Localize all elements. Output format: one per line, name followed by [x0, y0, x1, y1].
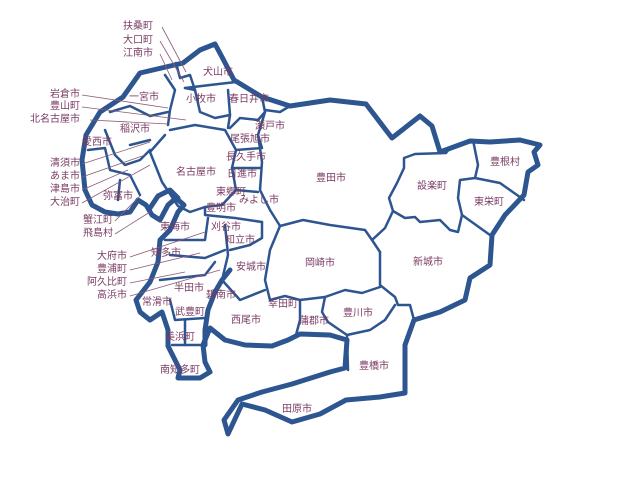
nagoya-port	[147, 187, 181, 211]
label-owariasahi[interactable]: 尾張旭市	[230, 134, 270, 145]
label-inuyama[interactable]: 犬山市	[203, 67, 233, 78]
label-okazaki[interactable]: 岡崎市	[305, 258, 335, 269]
label-toyone[interactable]: 豊根村	[490, 157, 520, 168]
leader-lines	[81, 26, 221, 297]
label-kanie[interactable]: 蟹江町	[83, 215, 113, 226]
label-kitanagoya[interactable]: 北名古屋市	[30, 114, 80, 125]
label-inazawa[interactable]: 稲沢市	[120, 124, 150, 135]
label-oharu[interactable]: 大治町	[50, 197, 80, 208]
label-nishio[interactable]: 西尾市	[231, 315, 261, 326]
label-oguchi[interactable]: 大口町	[123, 35, 153, 46]
label-tobishima[interactable]: 飛島村	[83, 228, 113, 239]
label-togo[interactable]: 東郷町	[216, 187, 246, 198]
label-anjo[interactable]: 安城市	[236, 262, 266, 273]
label-agui[interactable]: 阿久比町	[87, 277, 127, 288]
label-toyoake[interactable]: 豊明市	[206, 203, 236, 214]
label-gamagori[interactable]: 蒲郡市	[299, 316, 329, 327]
label-tsushima[interactable]: 津島市	[50, 184, 80, 195]
label-miyoshi[interactable]: みよし市	[239, 195, 279, 206]
label-iwakura[interactable]: 岩倉市	[50, 89, 80, 100]
label-yatomi[interactable]: 弥富市	[103, 191, 133, 202]
label-ichinomiya[interactable]: 一宮市	[129, 92, 159, 103]
label-kasugai[interactable]: 春日井市	[229, 94, 269, 105]
label-chita[interactable]: 知多市	[151, 248, 181, 259]
label-tahara[interactable]: 田原市	[282, 404, 312, 415]
label-toyota[interactable]: 豊田市	[316, 173, 346, 184]
label-toyohashi[interactable]: 豊橋市	[359, 361, 389, 372]
label-komaki[interactable]: 小牧市	[186, 94, 216, 105]
label-shitara[interactable]: 設楽町	[417, 181, 447, 192]
label-kota[interactable]: 幸田町	[268, 299, 298, 310]
label-handa[interactable]: 半田市	[174, 283, 204, 294]
label-minamichita[interactable]: 南知多町	[160, 365, 200, 376]
label-kariya[interactable]: 刈谷市	[211, 222, 241, 233]
label-nagoya[interactable]: 名古屋市	[176, 167, 216, 178]
label-shinshiro[interactable]: 新城市	[413, 257, 443, 268]
label-toei[interactable]: 東栄町	[474, 197, 504, 208]
label-obu[interactable]: 大府市	[97, 251, 127, 262]
label-tokoname[interactable]: 常滑市	[142, 297, 172, 308]
label-toyokawa[interactable]: 豊川市	[343, 308, 373, 319]
label-tokai[interactable]: 東海市	[160, 222, 190, 233]
label-nagakute[interactable]: 長久手市	[226, 152, 266, 163]
label-takahama[interactable]: 高浜市	[97, 290, 127, 301]
label-ama[interactable]: あま市	[50, 171, 80, 182]
label-mihama[interactable]: 美浜町	[165, 332, 195, 343]
label-aisai[interactable]: 愛西市	[82, 137, 112, 148]
label-hekinan[interactable]: 碧南市	[206, 290, 236, 301]
label-chiryu[interactable]: 知立市	[225, 235, 255, 246]
label-toyoyama[interactable]: 豊山町	[50, 101, 80, 112]
label-taketoyo[interactable]: 武豊町	[175, 307, 205, 318]
label-konan[interactable]: 江南市	[123, 48, 153, 59]
label-higashiura[interactable]: 豊浦町	[97, 264, 127, 275]
label-kiyosu[interactable]: 清須市	[50, 158, 80, 169]
label-fuso[interactable]: 扶桑町	[123, 21, 153, 32]
municipal-boundaries	[86, 61, 526, 372]
label-nisshin[interactable]: 日進市	[227, 169, 257, 180]
label-seto[interactable]: 瀬戸市	[255, 121, 285, 132]
